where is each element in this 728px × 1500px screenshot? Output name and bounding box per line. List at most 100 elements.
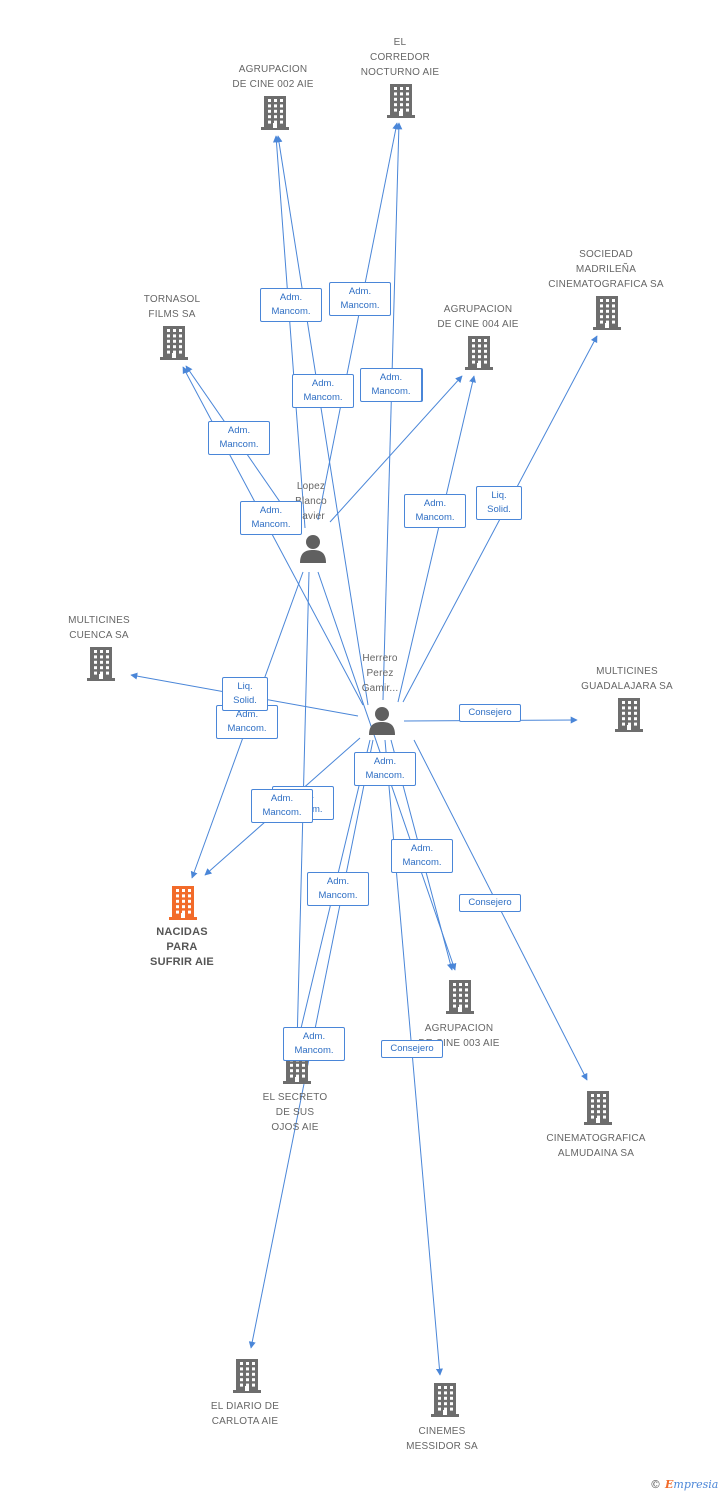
edge-label-consejero[interactable]: Consejero xyxy=(459,704,521,722)
edge-label-text: Adm. xyxy=(270,793,294,804)
edge-label-text: Mancom. xyxy=(227,723,267,734)
person-icon-herrero[interactable] xyxy=(367,705,397,740)
node-label-line: CUENCA SA xyxy=(69,630,129,641)
node-label-cuenca[interactable]: MULTICINES CUENCA SA xyxy=(34,613,164,643)
edge-lopez-corredor xyxy=(317,122,400,521)
node-label-line: MESSIDOR SA xyxy=(406,1441,478,1452)
node-label-almudaina[interactable]: CINEMATOGRAFICA ALMUDAINA SA xyxy=(531,1131,661,1161)
node-label-line: AGRUPACION xyxy=(424,1023,494,1034)
building-icon-madrilena[interactable] xyxy=(592,296,622,335)
edge-label-text: Mancom. xyxy=(340,300,380,311)
edge-lopez-agr004 xyxy=(329,375,463,523)
edge-label-text: Consejero xyxy=(390,1043,434,1054)
edge-label-adm[interactable]: Adm. Mancom. xyxy=(208,421,270,455)
node-label-guadalajara[interactable]: MULTICINES GUADALAJARA SA xyxy=(562,664,692,694)
node-label-line: CINEMES xyxy=(418,1426,466,1437)
building-icon-agr002[interactable] xyxy=(260,96,290,135)
node-label-agr004[interactable]: AGRUPACION DE CINE 004 AIE xyxy=(413,302,543,332)
node-label-diario[interactable]: EL DIARIO DE CARLOTA AIE xyxy=(180,1399,310,1429)
edge-label-adm[interactable]: Adm. Mancom. xyxy=(307,872,369,906)
node-label-line: DE SUS xyxy=(275,1107,315,1118)
node-label-line: Javier xyxy=(297,511,325,522)
edge-label-text: Mancom. xyxy=(251,519,291,530)
edge-label-text: Adm. xyxy=(279,292,303,303)
edge-label-text: Adm. xyxy=(227,425,251,436)
edge-label-adm[interactable]: Adm.Mancom. xyxy=(329,282,391,316)
node-label-line: CARLOTA AIE xyxy=(211,1416,279,1427)
node-label-line: OJOS AIE xyxy=(271,1122,319,1133)
edge-label-liq[interactable]: Liq.Solid. xyxy=(476,486,522,520)
node-label-line: CINEMATOGRAFICA xyxy=(546,1133,646,1144)
edge-label-text: Mancom. xyxy=(262,807,302,818)
building-icon-guadalajara[interactable] xyxy=(614,698,644,737)
building-icon-messidor[interactable] xyxy=(430,1383,460,1422)
edge-herrero-corredor xyxy=(382,122,403,701)
building-icon-diario[interactable] xyxy=(232,1359,262,1398)
edge-label-adm[interactable]: Adm. Mancom. xyxy=(240,501,302,535)
copyright-icon: © xyxy=(650,1478,661,1491)
node-label-line: DE CINE 002 AIE xyxy=(232,79,314,90)
edge-label-text: Mancom. xyxy=(271,306,311,317)
building-icon-tornasol[interactable] xyxy=(159,326,189,365)
node-label-line: EL DIARIO DE xyxy=(210,1401,280,1412)
edge-label-adm[interactable]: Adm.Mancom. xyxy=(391,839,453,873)
edge-label-adm[interactable]: Adm. Mancom. xyxy=(260,288,322,322)
brand-name: mpresia xyxy=(673,1478,719,1491)
node-label-line: MULTICINES xyxy=(68,615,130,626)
edge-label-text: Mancom. xyxy=(318,890,358,901)
node-label-line: CINEMATOGRAFICA SA xyxy=(548,279,664,290)
edge-label-text: Liq. xyxy=(491,490,507,501)
edge-label-text: Adm. xyxy=(373,756,397,767)
edge-label-text: Adm. xyxy=(326,876,350,887)
edge-label-adm[interactable]: Adm.Mancom. xyxy=(292,374,354,408)
node-label-line: CORREDOR xyxy=(370,52,430,63)
node-label-line: ALMUDAINA SA xyxy=(557,1148,635,1159)
edge-label-adm[interactable]: Adm. Mancom. xyxy=(251,789,313,823)
building-icon-corredor[interactable] xyxy=(386,84,416,123)
edge-label-adm[interactable]: Adm.Mancom. xyxy=(283,1027,345,1061)
person-icon-lopez[interactable] xyxy=(298,533,328,568)
edge-label-liq[interactable]: Liq.Solid. xyxy=(222,677,268,711)
edge-label-text: Mancom. xyxy=(365,770,405,781)
node-label-line: GUADALAJARA SA xyxy=(581,681,673,692)
edge-herrero-agr004 xyxy=(397,375,476,703)
edge-label-text: Mancom. xyxy=(371,386,411,397)
node-label-line: Herrero xyxy=(362,653,398,664)
edge-label-text: Adm. xyxy=(259,505,283,516)
building-icon-nacidas[interactable] xyxy=(168,886,198,925)
edge-label-adm[interactable]: Adm. Mancom. xyxy=(360,368,422,402)
building-icon-agr004[interactable] xyxy=(464,336,494,375)
node-label-line: AGRUPACION xyxy=(443,304,513,315)
node-label-line: DE CINE 004 AIE xyxy=(437,319,519,330)
building-icon-almudaina[interactable] xyxy=(583,1091,613,1130)
node-label-line: PARA xyxy=(166,941,198,953)
node-label-line: NOCTURNO AIE xyxy=(360,67,440,78)
edge-label-consejero[interactable]: Consejero xyxy=(459,894,521,912)
edge-label-text: Adm. xyxy=(311,378,335,389)
edge-lopez-agr002 xyxy=(272,135,306,529)
node-label-line: MULTICINES xyxy=(596,666,658,677)
node-label-line: Blanco xyxy=(295,496,327,507)
edge-label-consejero[interactable]: Consejero xyxy=(381,1040,443,1058)
node-label-line: FILMS SA xyxy=(148,309,196,320)
edge-label-adm[interactable]: Adm. Mancom. xyxy=(354,752,416,786)
edge-label-text: Consejero xyxy=(468,707,512,718)
building-icon-cuenca[interactable] xyxy=(86,647,116,686)
edge-label-text: Adm. xyxy=(410,843,434,854)
edge-label-text: Adm. xyxy=(379,372,403,383)
edge-label-text: Mancom. xyxy=(219,439,259,450)
building-icon-agr003[interactable] xyxy=(445,980,475,1019)
edge-label-adm[interactable]: Adm.Mancom. xyxy=(404,494,466,528)
node-label-line: SOCIEDAD xyxy=(579,249,633,260)
node-label-messidor[interactable]: CINEMES MESSIDOR SA xyxy=(377,1424,507,1454)
